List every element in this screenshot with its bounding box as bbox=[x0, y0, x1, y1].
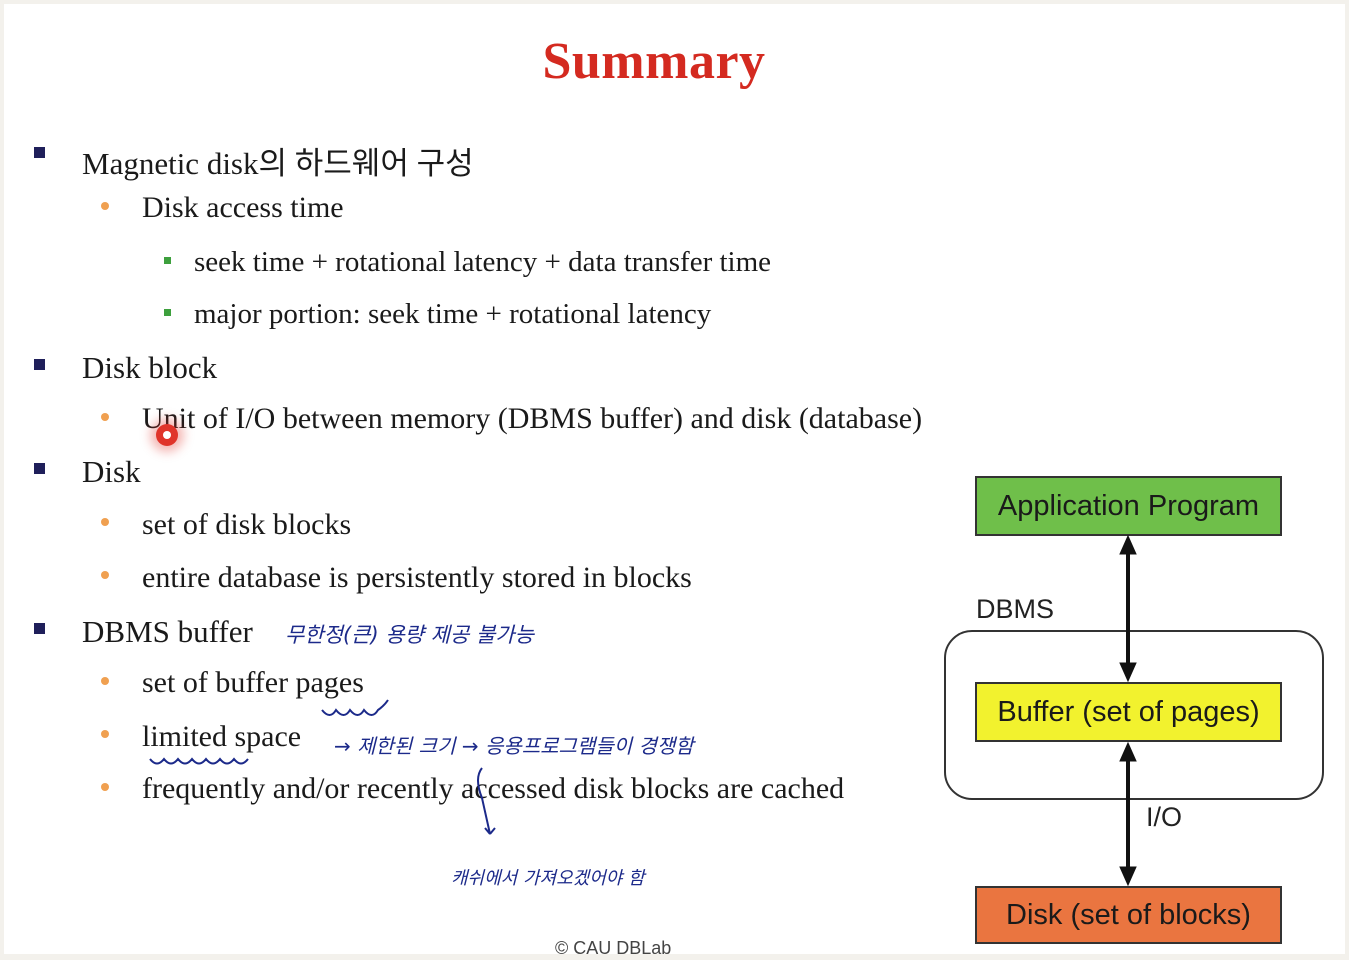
bullet-square-icon bbox=[34, 463, 45, 474]
bullet-seek-formula: seek time + rotational latency + data tr… bbox=[194, 246, 772, 278]
footer-copyright: © CAU DBLab bbox=[555, 938, 672, 958]
bullet-entire-database: entire database is persistently stored i… bbox=[142, 561, 692, 594]
bullet-dot-icon bbox=[101, 518, 109, 526]
dbms-container bbox=[944, 630, 1324, 800]
laser-pointer-icon bbox=[156, 424, 178, 446]
disk-box: Disk (set of blocks) bbox=[975, 886, 1282, 944]
bullet-green-square-icon bbox=[164, 309, 171, 316]
handwritten-note-capacity: 무한정(큰) 용량 제공 불가능 bbox=[285, 623, 534, 647]
bullet-unit-of-io: Unit of I/O between memory (DBMS buffer)… bbox=[142, 402, 923, 435]
bullet-major-portion: major portion: seek time + rotational la… bbox=[194, 298, 712, 330]
slide: Summary Magnetic disk의 하드웨어 구성 Disk acce… bbox=[4, 4, 1345, 958]
io-label: I/O bbox=[1146, 802, 1183, 832]
buffer-label: Buffer (set of pages) bbox=[997, 695, 1260, 728]
bullet-dot-icon bbox=[101, 677, 109, 685]
bullet-dot-icon bbox=[101, 202, 109, 210]
bullet-disk-access-time: Disk access time bbox=[142, 191, 344, 224]
bullet-disk-block: Disk block bbox=[82, 350, 218, 385]
dbms-label: DBMS bbox=[976, 594, 1055, 624]
bullet-frequently-cached: frequently and/or recently accessed disk… bbox=[142, 772, 845, 805]
bullet-set-of-disk-blocks: set of disk blocks bbox=[142, 508, 352, 541]
bullet-dot-icon bbox=[101, 571, 109, 579]
bullet-dot-icon bbox=[101, 730, 109, 738]
disk-label: Disk (set of blocks) bbox=[1006, 898, 1251, 931]
bullet-square-icon bbox=[34, 147, 45, 158]
bullet-dot-icon bbox=[101, 413, 109, 421]
bullet-limited-space: limited space bbox=[142, 720, 302, 753]
bullet-square-icon bbox=[34, 359, 45, 370]
bullet-dot-icon bbox=[101, 783, 109, 791]
handwritten-note-competition: → 제한된 크기 → 응용프로그램들이 경쟁함 bbox=[334, 734, 694, 758]
bullet-dbms-buffer: DBMS buffer bbox=[82, 614, 253, 649]
bullet-disk: Disk bbox=[82, 454, 141, 489]
application-program-box: Application Program bbox=[975, 476, 1282, 536]
bullet-set-of-buffer-pages: set of buffer pages bbox=[142, 666, 364, 699]
slide-title: Summary bbox=[542, 33, 766, 90]
bullet-magnetic-disk: Magnetic disk의 하드웨어 구성 bbox=[82, 146, 474, 181]
bullet-square-icon bbox=[34, 623, 45, 634]
bullet-green-square-icon bbox=[164, 257, 171, 264]
application-program-label: Application Program bbox=[997, 489, 1260, 522]
buffer-box: Buffer (set of pages) bbox=[975, 682, 1282, 742]
handwritten-note-cache: 캐쉬에서 가져오겠어야 함 bbox=[451, 868, 645, 889]
